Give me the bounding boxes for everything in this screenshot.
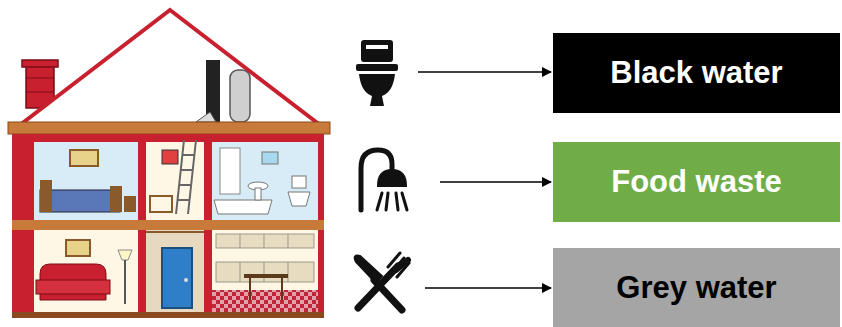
black-water-box: Black water (553, 33, 840, 113)
toilet-icon (356, 40, 398, 106)
box-label: Food waste (611, 164, 782, 200)
cutlery-icon (355, 253, 409, 310)
shower-icon (361, 150, 407, 210)
house-illustration (8, 10, 330, 318)
leader-arrows (418, 72, 551, 288)
box-label: Grey water (616, 270, 776, 306)
food-waste-box: Food waste (553, 142, 840, 222)
grey-water-box: Grey water (553, 248, 840, 327)
box-label: Black water (610, 55, 782, 91)
